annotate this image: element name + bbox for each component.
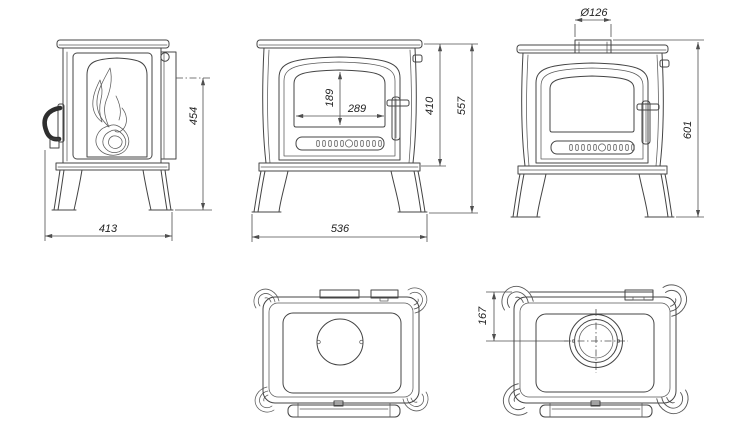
rear-box-notch xyxy=(379,297,389,302)
rail-center-tab xyxy=(590,400,601,407)
dim-601-label: 601 xyxy=(682,121,694,139)
vent-strip-outline xyxy=(550,140,635,155)
rail-lines xyxy=(549,404,643,418)
flue-blanking-plate xyxy=(316,318,364,366)
flame-ornament xyxy=(92,67,130,156)
left-leg xyxy=(510,173,547,218)
top-view-with-flue: 167 xyxy=(477,284,689,418)
leg-top-corners xyxy=(501,284,689,416)
side-view: 454 413 xyxy=(42,39,212,241)
door-frame-inner xyxy=(283,61,396,157)
air-control-knob xyxy=(598,143,606,152)
dim-189-label: 189 xyxy=(324,89,336,107)
top-panel xyxy=(282,312,402,394)
door-frame-outer xyxy=(278,56,401,161)
top-plate-inner-line xyxy=(519,302,671,398)
dim-167-label: 167 xyxy=(477,306,489,325)
flue-collar xyxy=(574,39,612,54)
side-panel-arch xyxy=(86,57,148,158)
dim-289-label: 289 xyxy=(347,103,366,115)
top-plate xyxy=(256,39,423,49)
top-panel xyxy=(535,313,655,393)
rail-outline xyxy=(539,404,653,418)
handle-bar xyxy=(391,96,401,141)
air-vent-strip xyxy=(295,136,385,151)
side-view-body xyxy=(51,39,177,211)
air-vent-strip xyxy=(550,140,635,155)
handle-plate xyxy=(57,103,65,143)
flue-view-dimensions: Ø126 601 xyxy=(574,7,704,218)
flue-front-body xyxy=(510,39,675,218)
flue-collar-top xyxy=(564,309,628,373)
front-door-handle xyxy=(636,100,660,145)
dim-413-label: 413 xyxy=(99,223,118,235)
vent-holes xyxy=(316,139,382,148)
rear-heat-shield xyxy=(160,51,177,160)
rail-center-tab xyxy=(333,400,344,407)
handle-latch xyxy=(636,103,660,111)
dim-454-label: 454 xyxy=(188,107,200,125)
extension-line xyxy=(574,24,612,37)
left-leg xyxy=(251,170,289,213)
front-door-handle xyxy=(386,96,410,141)
damper-knob xyxy=(659,59,670,68)
front-view-body xyxy=(251,39,428,213)
body-side-lines xyxy=(526,54,659,167)
top-plate-inner-line xyxy=(268,302,414,398)
front-handle-rail xyxy=(287,400,401,418)
side-view-dimensions: 454 413 xyxy=(44,77,212,241)
front-view: 189 289 410 557 536 xyxy=(251,39,478,242)
body-outline xyxy=(62,47,162,164)
door-frame-outer xyxy=(535,62,649,164)
air-control-knob xyxy=(345,139,353,148)
right-leg xyxy=(638,173,675,218)
front-leg xyxy=(51,169,83,211)
rear-damper-knob xyxy=(160,52,170,62)
top-plate xyxy=(56,39,170,49)
rear-connector-box xyxy=(319,289,360,299)
air-inlet-knob xyxy=(49,138,60,149)
right-leg xyxy=(390,170,428,213)
top-flue-dimensions: 167 xyxy=(477,291,568,342)
vent-strip-outline xyxy=(295,136,385,151)
side-panel-frame xyxy=(72,52,153,160)
top-view xyxy=(253,287,429,418)
handle-bar xyxy=(641,100,651,145)
door-frame-inner xyxy=(540,67,644,160)
plate-screw xyxy=(316,339,321,345)
top-plate-outline xyxy=(513,296,677,404)
front-view-dimensions: 189 289 410 557 536 xyxy=(251,43,478,242)
handle-latch xyxy=(386,99,410,107)
rear-box-notch xyxy=(632,296,645,301)
top-plate xyxy=(516,44,669,54)
front-view-with-flue: Ø126 601 xyxy=(510,7,704,218)
plate-screw xyxy=(359,339,364,345)
base-plate xyxy=(258,162,421,172)
side-door-handle xyxy=(42,103,65,149)
front-handle-rail xyxy=(539,400,653,418)
door-glass xyxy=(293,69,386,128)
base-plate xyxy=(517,165,668,175)
door-glass xyxy=(549,75,635,133)
rear-leg xyxy=(142,169,174,211)
body-side-lines xyxy=(267,49,412,164)
vent-holes xyxy=(569,143,635,152)
flue-collar-lines xyxy=(578,41,608,54)
dim-536-label: 536 xyxy=(331,223,350,235)
dim-410-label: 410 xyxy=(424,96,436,115)
rail-outline xyxy=(287,404,401,418)
center-lines xyxy=(564,309,628,373)
dim-flue-diameter-label: Ø126 xyxy=(580,7,609,19)
damper-knob xyxy=(412,54,423,63)
dim-557-label: 557 xyxy=(456,96,468,115)
top-plate-outline xyxy=(262,296,420,404)
rail-lines xyxy=(297,404,391,418)
rear-outlet-box xyxy=(370,289,399,299)
base-plate xyxy=(55,162,170,171)
